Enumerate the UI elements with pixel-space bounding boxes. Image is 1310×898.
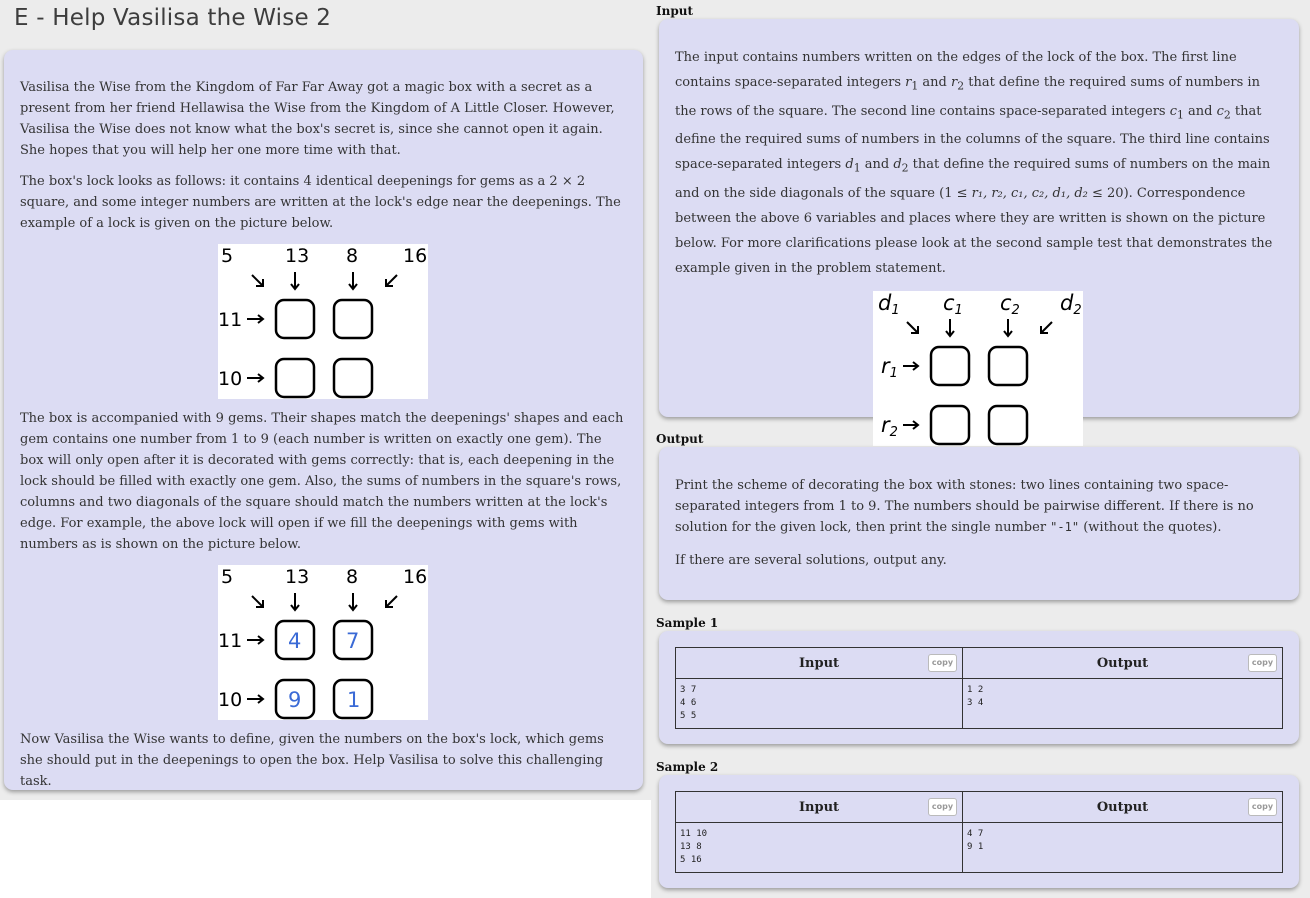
deepening-slot bbox=[987, 345, 1029, 387]
output-note: If there are several solutions, output a… bbox=[675, 553, 947, 568]
edge-variable: c1 bbox=[943, 291, 963, 318]
lock-edge-number: 16 bbox=[403, 245, 427, 267]
copy-button[interactable]: copy bbox=[928, 654, 957, 672]
gem-slot bbox=[332, 678, 374, 720]
lock-figure-variables: d1 c1 c2 d2 r1 r2 bbox=[873, 290, 1083, 446]
statement-paragraph-2: The box's lock looks as follows: it cont… bbox=[20, 174, 621, 231]
statement-card: Vasilisa the Wise from the Kingdom of Fa… bbox=[4, 50, 643, 790]
gem-number: 1 bbox=[347, 688, 360, 712]
statement-paragraph-1: Vasilisa the Wise from the Kingdom of Fa… bbox=[20, 80, 615, 158]
lock-figure-solved: 5 13 8 16 11 10 4 7 9 1 bbox=[218, 565, 428, 720]
sample-input-data: 3 7 4 6 5 5 bbox=[675, 678, 963, 729]
input-card: The input contains numbers written on th… bbox=[659, 19, 1299, 446]
edge-variable: r2 bbox=[881, 413, 898, 440]
deepening-slot bbox=[987, 404, 1029, 446]
sample-output-data: 1 2 3 4 bbox=[962, 678, 1283, 729]
input-heading: Input bbox=[656, 4, 693, 18]
copy-button[interactable]: copy bbox=[1248, 798, 1277, 816]
output-card: Print the scheme of decorating the box w… bbox=[659, 447, 1299, 600]
io-column: Input The input contains numbers written… bbox=[651, 0, 1310, 898]
copy-button[interactable]: copy bbox=[928, 798, 957, 816]
lock-figure-example: 5 13 8 16 11 10 bbox=[218, 244, 428, 399]
deepening-slot bbox=[274, 357, 316, 399]
output-heading: Output bbox=[656, 432, 704, 446]
edge-variable: d2 bbox=[1060, 291, 1082, 318]
gem-slot bbox=[274, 678, 316, 720]
lock-edge-number: 10 bbox=[218, 689, 242, 711]
lock-edge-number: 11 bbox=[218, 309, 242, 331]
deepening-slot bbox=[274, 298, 316, 340]
edge-variable: r1 bbox=[881, 354, 898, 381]
sample-output-data: 4 7 9 1 bbox=[962, 822, 1283, 873]
statement-paragraph-3: The box is accompanied with 9 gems. Thei… bbox=[20, 411, 624, 552]
page-title: E - Help Vasilisa the Wise 2 bbox=[14, 5, 332, 31]
edge-variable: d1 bbox=[878, 291, 900, 318]
lock-edge-number: 8 bbox=[346, 245, 358, 267]
lock-edge-number: 10 bbox=[218, 368, 242, 390]
gem-number: 4 bbox=[288, 629, 301, 653]
lock-edge-number: 5 bbox=[221, 566, 233, 588]
gem-slot bbox=[332, 619, 374, 661]
arrow-icons bbox=[903, 318, 1053, 430]
deepening-slot bbox=[929, 404, 971, 446]
output-description: Print the scheme of decorating the box w… bbox=[675, 478, 1254, 535]
lock-edge-number: 13 bbox=[285, 566, 309, 588]
statement-column: E - Help Vasilisa the Wise 2 Vasilisa th… bbox=[0, 0, 651, 800]
statement-paragraph-4: Now Vasilisa the Wise wants to define, g… bbox=[20, 732, 604, 789]
sample-2-heading: Sample 2 bbox=[656, 760, 719, 774]
arrow-icons bbox=[247, 593, 398, 704]
gem-number: 9 bbox=[288, 688, 301, 712]
deepening-slot bbox=[929, 345, 971, 387]
sample-input-data: 11 10 13 8 5 16 bbox=[675, 822, 963, 873]
deepening-slot bbox=[332, 298, 374, 340]
deepening-slot bbox=[332, 357, 374, 399]
edge-variable: c2 bbox=[1000, 291, 1020, 318]
gem-slot bbox=[274, 619, 316, 661]
sample-1-heading: Sample 1 bbox=[656, 616, 719, 630]
lock-edge-number: 8 bbox=[346, 566, 358, 588]
lock-edge-number: 5 bbox=[221, 245, 233, 267]
copy-button[interactable]: copy bbox=[1248, 654, 1277, 672]
lock-edge-number: 11 bbox=[218, 630, 242, 652]
lock-edge-number: 13 bbox=[285, 245, 309, 267]
arrow-icons bbox=[247, 272, 398, 383]
gem-number: 7 bbox=[346, 629, 359, 653]
input-description: The input contains numbers written on th… bbox=[675, 50, 1273, 276]
lock-edge-number: 16 bbox=[403, 566, 427, 588]
